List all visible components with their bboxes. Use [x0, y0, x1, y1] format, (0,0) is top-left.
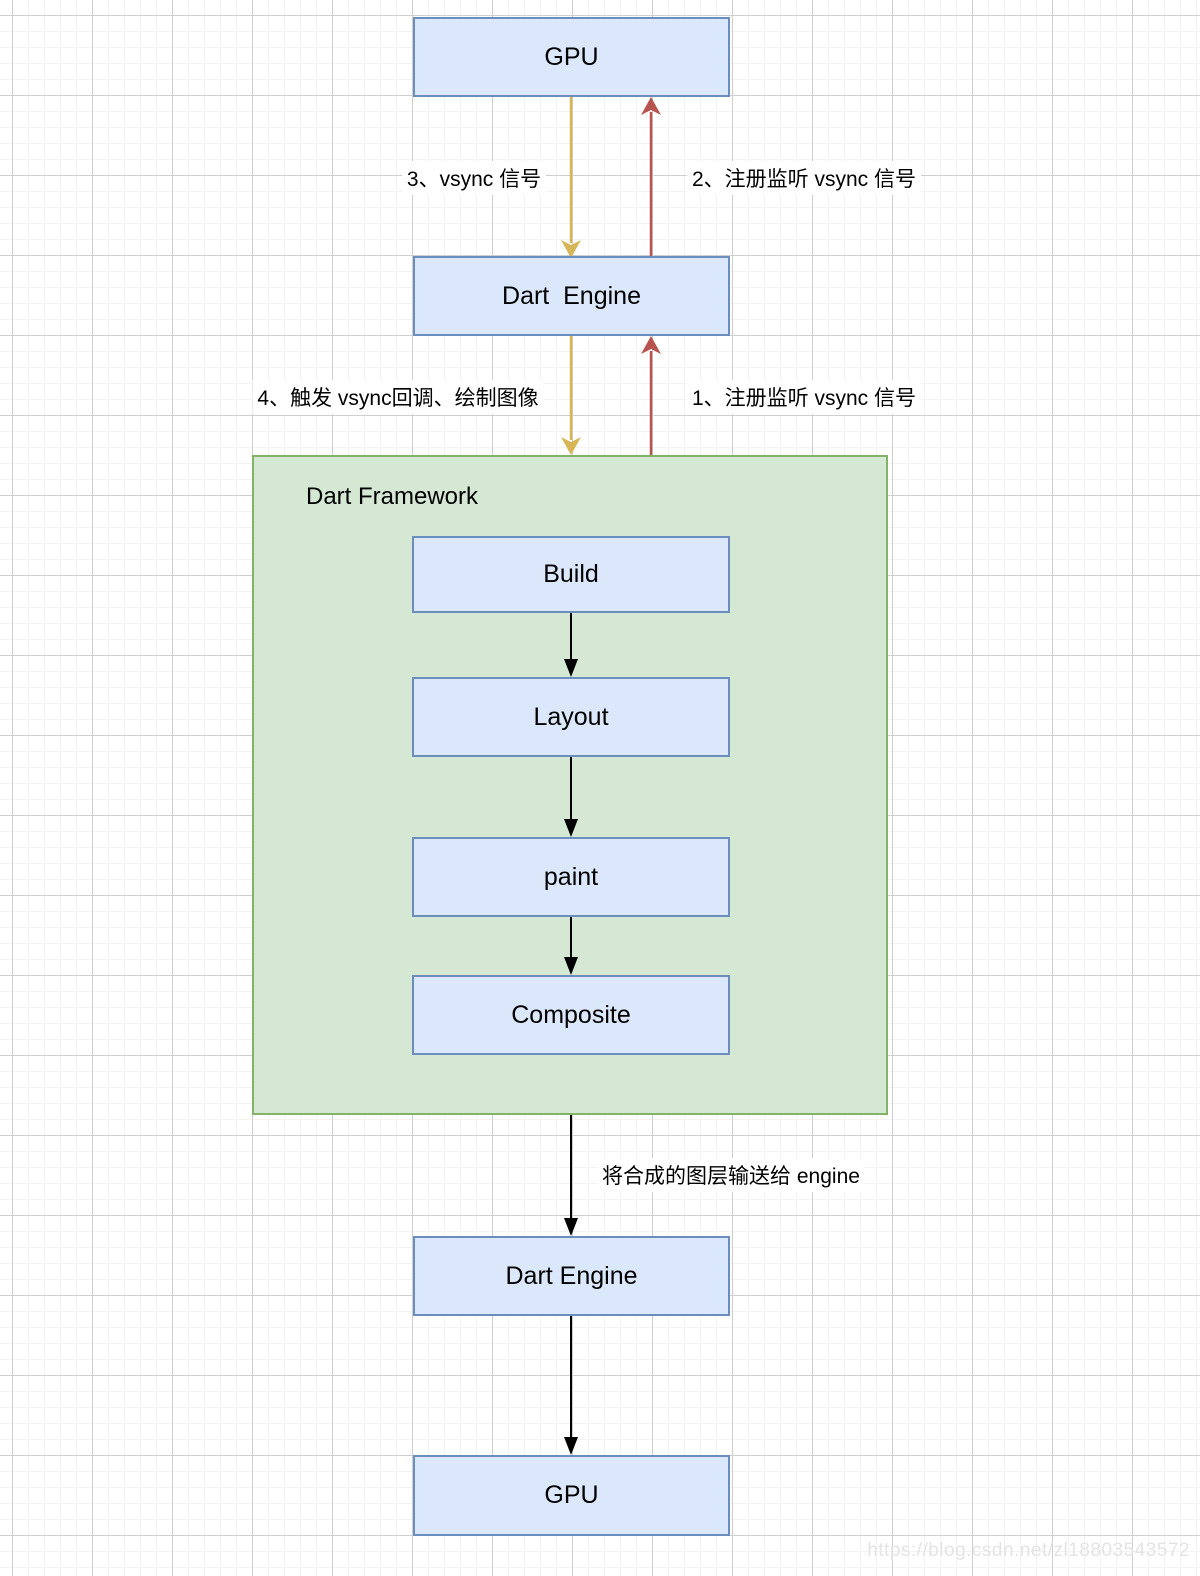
label-vsync-signal: 3、vsync 信号 — [401, 161, 547, 195]
arrow-register-vsync-2-up — [641, 97, 661, 258]
node-paint: paint — [412, 837, 730, 917]
arrow-engine-to-gpu — [564, 1316, 578, 1455]
arrow-register-vsync-1-up — [641, 336, 661, 455]
group-dart-framework-title: Dart Framework — [306, 483, 479, 510]
label-register-vsync-1: 1、注册监听 vsync 信号 — [686, 380, 922, 414]
label-register-vsync-2: 2、注册监听 vsync 信号 — [686, 161, 922, 195]
node-build: Build — [412, 536, 730, 613]
arrow-trigger-callback-down — [561, 336, 581, 455]
node-layout: Layout — [412, 677, 730, 757]
node-composite: Composite — [412, 975, 730, 1055]
watermark-url: https://blog.csdn.net/zl18803543572 — [867, 1540, 1190, 1561]
arrow-framework-to-engine — [564, 1115, 578, 1236]
arrow-vsync-signal-down — [561, 97, 581, 258]
node-gpu-top: GPU — [413, 17, 730, 97]
node-dart-engine-top: Dart Engine — [413, 256, 730, 336]
node-gpu-bottom: GPU — [413, 1455, 730, 1536]
node-dart-engine-bottom: Dart Engine — [413, 1236, 730, 1316]
label-send-layers-to-engine: 将合成的图层输送给 engine — [597, 1158, 865, 1192]
label-trigger-vsync-callback: 4、触发 vsync回调、绘制图像 — [252, 380, 544, 414]
